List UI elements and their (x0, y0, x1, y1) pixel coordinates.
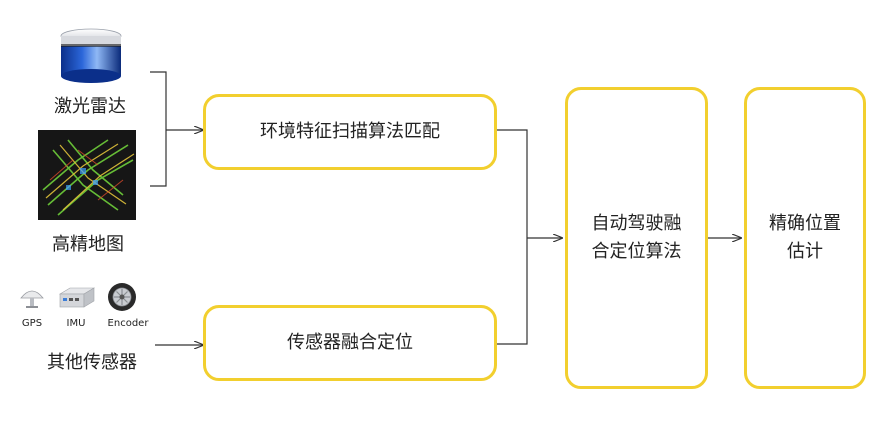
lidar-label: 激光雷达 (54, 96, 126, 117)
fusion-algorithm-text-line1: 自动驾驶融 (591, 213, 682, 234)
wheel-encoder-icon (107, 282, 137, 312)
sensor-fusion-text: 传感器融合定位 (287, 332, 413, 353)
position-estimate-box: 精确位置 估计 (744, 87, 866, 389)
feature-match-text: 环境特征扫描算法匹配 (260, 121, 440, 142)
gps-antenna-icon (18, 284, 46, 310)
position-estimate-text-line1: 精确位置 (769, 213, 841, 234)
merge-line (497, 129, 528, 345)
other-sensors-label: 其他传感器 (47, 352, 137, 373)
lidar-image (58, 28, 124, 86)
input-bracket (150, 71, 167, 187)
hd-map-image (38, 130, 136, 220)
encoder-label: Encoder (107, 318, 149, 329)
sensor-fusion-box: 传感器融合定位 (203, 305, 497, 381)
imu-device-icon (56, 286, 98, 310)
feature-match-box: 环境特征扫描算法匹配 (203, 94, 497, 170)
hd-map-label: 高精地图 (52, 234, 124, 255)
fusion-algorithm-text-line2: 合定位算法 (591, 241, 682, 262)
fusion-algorithm-box: 自动驾驶融 合定位算法 (565, 87, 708, 389)
imu-label: IMU (66, 318, 86, 329)
gps-label: GPS (21, 318, 43, 329)
position-estimate-text-line2: 估计 (787, 241, 823, 262)
